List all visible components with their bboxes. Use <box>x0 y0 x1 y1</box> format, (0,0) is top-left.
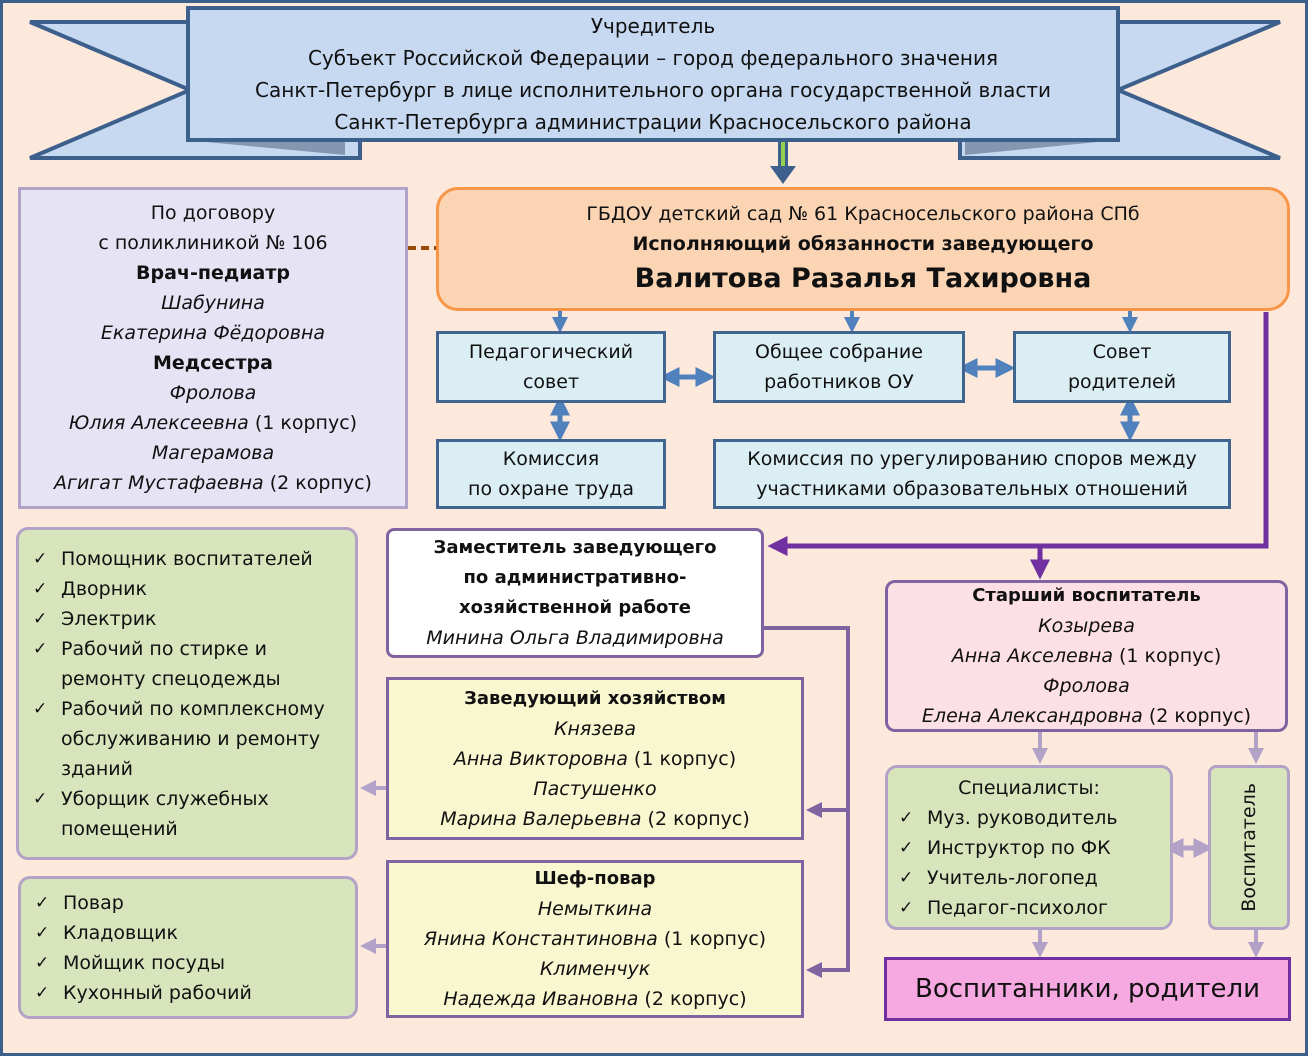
founder-line: Учредитель <box>590 14 716 38</box>
pupils-label: Воспитанники, родители <box>915 974 1260 1004</box>
building-label: (1 корпус) <box>1112 645 1222 667</box>
nurse-title: Медсестра <box>153 352 273 374</box>
nurse2-name: Агигат Мустафаевна <box>54 472 264 494</box>
person-name: Янина Константиновна <box>423 928 658 950</box>
medical-clinic: с поликлиникой № 106 <box>98 232 328 254</box>
banner-ribbon <box>29 6 1281 160</box>
person-surname: Немыткина <box>537 898 653 920</box>
staff-item: Мойщик посуды <box>21 948 355 978</box>
general-meeting: Общее собрание работников ОУ <box>713 331 965 403</box>
labor-protection-commission: Комиссия по охране труда <box>436 439 666 509</box>
council-label: участниками образовательных отношений <box>756 478 1188 500</box>
senior-teacher-box: Старший воспитатель Козырева Анна Акселе… <box>885 580 1288 732</box>
building-label: (1 корпус) <box>627 747 737 770</box>
doctor-name: Екатерина Фёдоровна <box>100 322 326 344</box>
chef-title: Шеф-повар <box>534 868 656 889</box>
doctor-title: Врач-педиатр <box>136 262 290 284</box>
person-surname: Пастушенко <box>533 777 657 800</box>
person-name: Марина Валерьевна <box>440 807 642 830</box>
staff-item: Рабочий по комплексному обслуживанию и р… <box>19 694 355 784</box>
person-name: Анна Викторовна <box>453 747 628 770</box>
kitchen-staff-box: Повар Кладовщик Мойщик посуды Кухонный р… <box>18 876 358 1019</box>
council-label: Комиссия по урегулированию споров между <box>747 448 1197 470</box>
nurse1-name: Юлия Алексеевна <box>68 412 249 434</box>
founder-line: Санкт-Петербурга администрации Красносел… <box>334 110 972 134</box>
nurse1-building: (1 корпус) <box>248 412 358 434</box>
council-label: Совет <box>1092 341 1152 363</box>
founder-banner: Учредитель Субъект Российской Федерации … <box>188 8 1118 140</box>
staff-item: Кладовщик <box>21 918 355 948</box>
specialist-item: Инструктор по ФК <box>885 833 1167 863</box>
specialist-item: Учитель-логопед <box>885 863 1167 893</box>
deputy-title: по административно- <box>463 567 687 588</box>
council-label: родителей <box>1067 371 1177 393</box>
teacher-box: Воспитатель <box>1208 765 1290 930</box>
staff-item: Помощник воспитателей <box>19 544 355 574</box>
head-name: Валитова Разалья Тахировна <box>634 263 1092 294</box>
specialists-box: Специалисты: Муз. руководитель Инструкто… <box>885 765 1173 930</box>
specialist-item: Педагог-психолог <box>885 893 1167 923</box>
building-label: (2 корпус) <box>641 807 750 830</box>
founder-line: Санкт-Петербург в лице исполнительного о… <box>255 78 1051 102</box>
nurse2-surname: Магерамова <box>151 442 275 464</box>
parents-council: Совет родителей <box>1013 331 1231 403</box>
person-name: Анна Акселевна <box>951 645 1113 667</box>
staff-item: Уборщик служебных помещений <box>19 784 355 844</box>
building-label: (1 корпус) <box>657 928 767 950</box>
nurse1-surname: Фролова <box>169 382 257 404</box>
person-surname: Клименчук <box>539 958 651 980</box>
deputy-title: хозяйственной работе <box>458 597 692 618</box>
deputy-box: Заместитель заведующего по административ… <box>386 528 764 658</box>
person-surname: Фролова <box>1043 675 1130 697</box>
staff-item: Кухонный рабочий <box>21 978 355 1008</box>
council-label: Общее собрание <box>755 341 923 363</box>
building-label: (2 корпус) <box>1142 705 1252 727</box>
housekeeper-title: Заведующий хозяйством <box>464 687 726 709</box>
council-label: Комиссия <box>502 448 600 470</box>
person-surname: Козырева <box>1038 615 1135 637</box>
council-label: работников ОУ <box>764 371 914 393</box>
building-label: (2 корпус) <box>638 988 747 1010</box>
head-role: Исполняющий обязанности заведующего <box>632 233 1094 255</box>
medical-contract: По договору <box>150 202 276 224</box>
senior-teacher-title: Старший воспитатель <box>972 585 1201 606</box>
staff-item: Повар <box>21 888 355 918</box>
founder-line: Субъект Российской Федерации – город фед… <box>307 46 999 70</box>
pupils-box: Воспитанники, родители <box>884 957 1291 1021</box>
medical-box: По договору с поликлиникой № 106 Врач-пе… <box>18 187 408 509</box>
teacher-label: Воспитатель <box>1238 783 1260 912</box>
housekeeper-box: Заведующий хозяйством Князева Анна Викто… <box>386 677 804 840</box>
specialists-title: Специалисты: <box>958 776 1100 799</box>
person-name: Елена Александровна <box>921 705 1143 727</box>
staff-item: Дворник <box>19 574 355 604</box>
doctor-surname: Шабунина <box>161 292 265 314</box>
council-label: совет <box>522 371 580 393</box>
nurse2-building: (2 корпус) <box>263 472 372 494</box>
council-label: Педагогический <box>468 341 634 363</box>
institution-name: ГБДОУ детский сад № 61 Красносельского р… <box>586 203 1140 225</box>
chef-box: Шеф-повар Немыткина Янина Константиновна… <box>386 860 804 1018</box>
council-label: по охране труда <box>468 478 634 500</box>
staff-item: Электрик <box>19 604 355 634</box>
head-box: ГБДОУ детский сад № 61 Красносельского р… <box>436 187 1290 311</box>
person-name: Надежда Ивановна <box>443 988 639 1010</box>
person-surname: Князева <box>554 717 636 740</box>
deputy-title: Заместитель заведующего <box>433 537 717 558</box>
staff-item: Рабочий по стирке и ремонту спецодежды <box>19 634 355 694</box>
pedagogical-council: Педагогический совет <box>436 331 666 403</box>
disputes-commission: Комиссия по урегулированию споров между … <box>713 439 1231 509</box>
specialist-item: Муз. руководитель <box>885 803 1167 833</box>
deputy-name: Минина Ольга Владимировна <box>426 627 724 649</box>
service-staff-box: Помощник воспитателей Дворник Электрик Р… <box>16 527 358 860</box>
